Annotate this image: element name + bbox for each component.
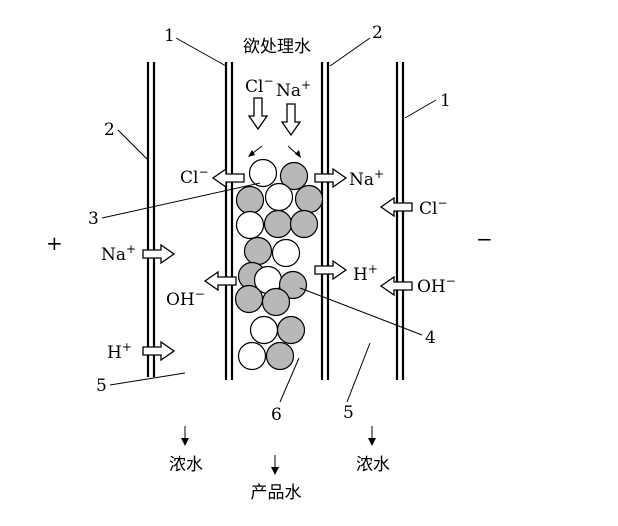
resin-bead-gray — [265, 341, 295, 371]
ion-cl-left: Cl− — [180, 165, 209, 188]
ion-na-right: Na+ — [349, 167, 384, 190]
resin-bead-gray — [278, 270, 308, 300]
ion-h-right: H+ — [353, 262, 378, 285]
concentrate-left-label: 浓水 — [169, 455, 203, 475]
arrow-left-oh — [203, 270, 237, 292]
arrow-right-h-far-left — [142, 340, 176, 362]
positive-electrode-sign: + — [46, 231, 63, 255]
membrane-center-right — [320, 62, 330, 380]
callout-4: 4 — [425, 328, 436, 348]
resin-bead-gray — [279, 161, 309, 191]
resin-bead-gray — [261, 287, 291, 317]
callout-5-left: 5 — [96, 376, 107, 396]
membrane-far-left — [146, 62, 156, 377]
ion-na-far-left: Na+ — [101, 242, 136, 265]
callout-3: 3 — [88, 209, 99, 229]
resin-bead-white — [271, 238, 301, 268]
arrow-left-cl-far-right — [379, 196, 413, 218]
resin-bead-white — [248, 158, 278, 188]
resin-bead-gray — [276, 315, 306, 345]
resin-bead-gray — [263, 209, 293, 239]
membrane-center-left — [224, 62, 234, 380]
ion-cl-in: Cl− — [245, 74, 274, 97]
resin-bead-gray — [235, 185, 265, 215]
ion-na-in: Na+ — [276, 78, 311, 101]
arrow-down-concentrate-right — [368, 426, 376, 446]
resin-bead-white — [235, 210, 265, 240]
callout-6: 6 — [271, 405, 282, 425]
resin-bead-gray — [289, 209, 319, 239]
small-arrow-right — [287, 145, 301, 158]
arrow-right-na — [314, 167, 348, 189]
resin-bed — [234, 158, 324, 371]
resin-bead-gray — [294, 184, 324, 214]
callout-2-top: 2 — [372, 23, 383, 43]
callout-2-left: 2 — [104, 120, 115, 140]
product-water-label: 产品水 — [251, 483, 302, 503]
arrow-down-na — [280, 103, 302, 137]
concentrate-right-label: 浓水 — [356, 455, 390, 475]
membrane-far-right — [395, 62, 405, 380]
arrow-down-concentrate-left — [181, 426, 189, 446]
callout-1-right: 1 — [440, 91, 451, 111]
arrow-right-h — [314, 259, 348, 281]
ion-oh-far-right: OH− — [417, 274, 456, 297]
negative-electrode-sign: − — [476, 227, 493, 251]
callout-5-right: 5 — [343, 403, 354, 423]
small-arrow-left — [248, 145, 263, 157]
arrow-left-cl — [211, 167, 245, 189]
arrow-down-product — [271, 455, 279, 475]
resin-bead-gray — [243, 236, 273, 266]
leader-lines — [101, 37, 437, 403]
arrow-right-na-far-left — [142, 243, 176, 265]
arrow-down-cl — [247, 97, 269, 131]
ion-oh-left: OH− — [166, 287, 205, 310]
ion-cl-far-right: Cl− — [419, 196, 448, 219]
arrow-left-oh-far-right — [379, 275, 413, 297]
resin-bead-white — [249, 315, 279, 345]
callout-1-left: 1 — [164, 26, 175, 46]
feed-water-label: 欲处理水 — [243, 37, 311, 57]
resin-bead-white — [237, 341, 267, 371]
resin-bead-white — [264, 182, 294, 212]
ion-h-far-left: H+ — [107, 340, 132, 363]
resin-bead-gray — [234, 284, 264, 314]
